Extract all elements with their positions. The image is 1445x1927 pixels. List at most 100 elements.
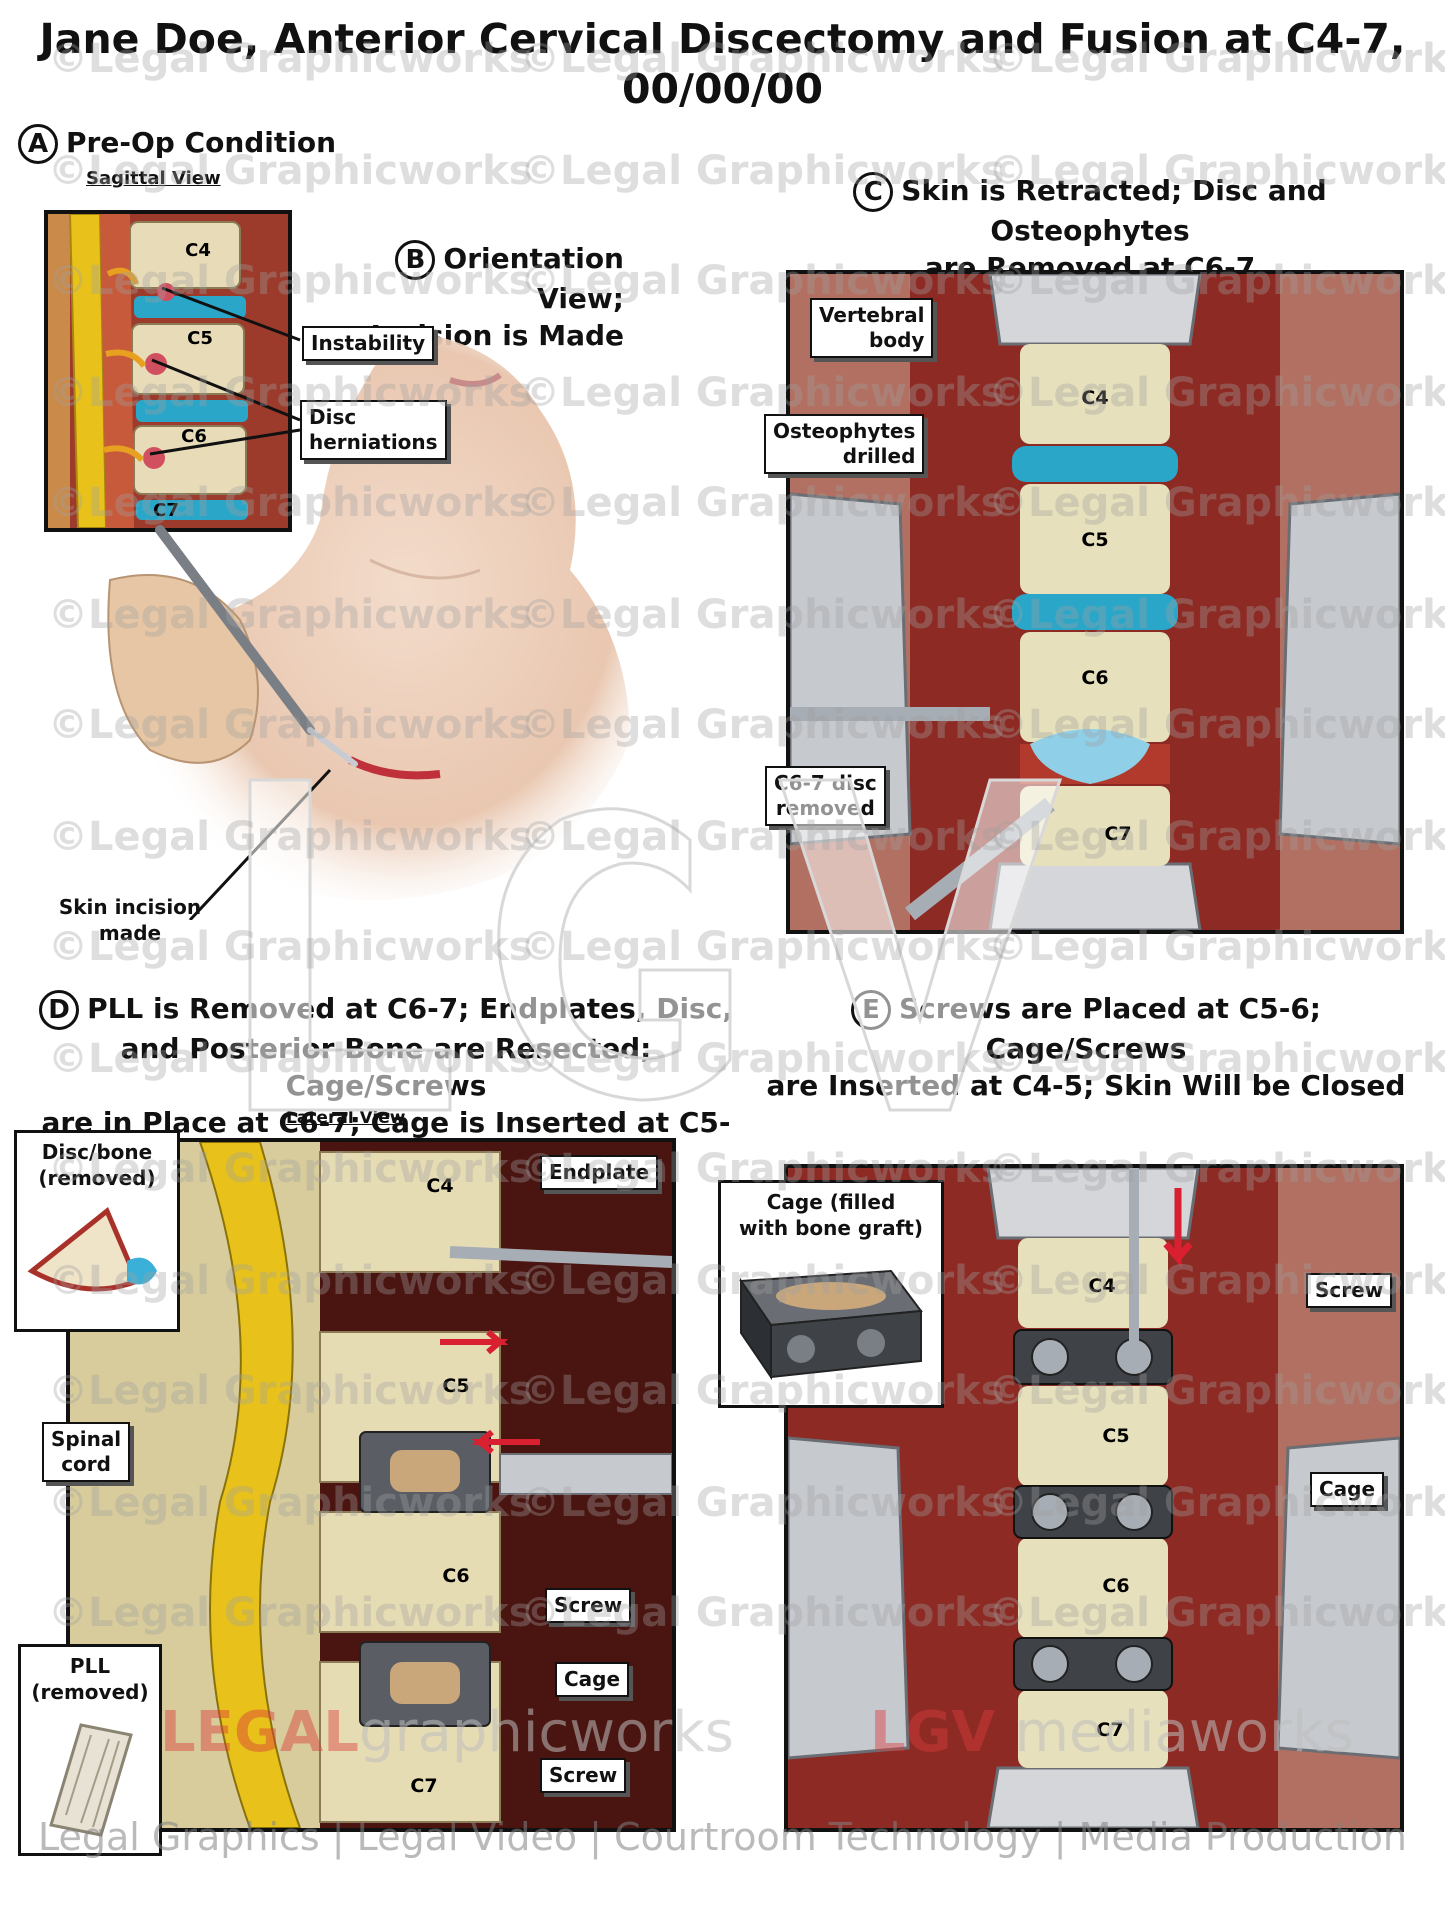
c-panel-c4-label: C4 [1081,387,1108,409]
inset-disc-bone-line2: (removed) [38,1166,156,1190]
title-line-2: 00/00/00 [621,65,824,113]
section-d-title-1: PLL is Removed at C6-7; Endplates, Disc, [87,992,733,1025]
e-screw-6 [1115,1645,1153,1683]
e-panel-c6-label: C6 [1102,1575,1129,1597]
callout-disc-herniations-line2: herniations [309,430,438,454]
section-b-letter: B [395,240,436,280]
panel-a-sagittal: C4 C5 C6 C7 [44,210,292,532]
title-line-1: Jane Doe, Anterior Cervical Discectomy a… [39,15,1406,63]
section-a-title: Pre-Op Condition [66,126,337,159]
orientation-illustration [107,330,630,920]
callout-osteophytes-line1: Osteophytes [773,419,916,443]
inset-disc-bone-removed: Disc/bone (removed) [14,1130,180,1332]
sagittal-c6-label: C6 [181,426,207,447]
d-panel-c7-label: C7 [410,1775,437,1797]
inset-disc-bone-label: Disc/bone (removed) [17,1139,177,1191]
arrow-out [440,1329,509,1355]
brand-lgv: LGV [870,1700,995,1765]
disc-c4-5 [1012,446,1178,482]
panel-c-surgical-field: C4 C5 C6 C7 [786,270,1404,934]
brand-mediaworks: mediaworks [1014,1700,1354,1765]
callout-cage-d: Cage [555,1662,630,1697]
e-vertebra-c6 [1018,1538,1168,1638]
vertebra-c7 [1020,786,1170,866]
d-panel-c4-label: C4 [426,1175,453,1197]
brand-legal-graphicworks: LEGALgraphicworks [160,1700,734,1765]
e-screw-5 [1031,1645,1069,1683]
callout-vertebral-body-line2: body [869,328,925,352]
callout-osteophytes-line2: drilled [842,444,916,468]
inset-cage-label: Cage (filled with bone graft) [721,1189,941,1241]
scalpel-blade [307,727,358,767]
retractor-right [1278,492,1400,846]
surgical-field-c: C4 C5 C6 C7 [790,274,1400,930]
e-retractor-bottom [986,1766,1200,1828]
callout-screw-d-upper: Screw [545,1588,632,1623]
c-panel-c6-label: C6 [1081,667,1108,689]
scalpel-handle [155,525,315,735]
e-panel-c4-label: C4 [1088,1275,1115,1297]
e-retractor-right [1276,1436,1400,1760]
page-title: Jane Doe, Anterior Cervical Discectomy a… [0,14,1445,114]
sagittal-c7-label: C7 [153,500,179,521]
e-screw-3 [1031,1493,1069,1531]
vertebra-c6 [1020,632,1170,742]
vertebra-c5 [1020,484,1170,594]
d-panel-c6-label: C6 [442,1565,469,1587]
label-skin-incision-line2: made [98,921,162,945]
inset-pll-line1: PLL [69,1654,111,1678]
inset-pll-label: PLL (removed) [21,1653,159,1705]
callout-spinal-cord: Spinal cord [42,1422,131,1482]
inset-cage-line1: Cage (filled [766,1190,896,1214]
brand-graphicworks: graphicworks [358,1700,734,1765]
section-d-subheading: Lateral View [286,1108,406,1128]
callout-screw-e: Screw [1306,1273,1393,1308]
bone-graft-c5-6 [390,1450,460,1492]
retractor-left [790,492,912,846]
footer-services: Legal Graphics | Legal Video | Courtroom… [37,1815,1408,1859]
lateral-vertebra-c6 [319,1511,501,1633]
e-screw-4 [1115,1493,1153,1531]
inset-pll-line2: (removed) [31,1680,149,1704]
disc-bone-fragment-illustration [27,1206,157,1292]
e-retractor-left [788,1436,910,1760]
e-arrow-down [1163,1188,1193,1268]
section-d-letter: D [39,990,80,1030]
retractor-top [988,274,1202,346]
brand-lgv-mediaworks: LGV mediaworks [870,1700,1354,1765]
section-a-subheading: Sagittal View [86,168,221,189]
e-vertebra-c7 [1018,1690,1168,1768]
section-c-title-1: Skin is Retracted; Disc and Osteophytes [901,174,1327,247]
c-panel-c7-label: C7 [1104,823,1131,845]
callout-osteophytes-drilled: Osteophytes drilled [764,414,925,474]
instability-marker [157,283,175,301]
callout-disc-herniations-line1: Disc [309,405,357,429]
cage-inserter [499,1453,672,1495]
label-skin-incision-line1: Skin incision [58,895,202,919]
callout-instability: Instability [302,326,435,361]
disc-c5-6 [1012,594,1178,630]
e-retractor-top [986,1168,1200,1240]
brand-legal: LEGAL [160,1700,359,1765]
e-panel-c5-label: C5 [1102,1425,1129,1447]
label-skin-incision: Skin incision made [40,894,220,946]
section-e-title-2: are Inserted at C4-5; Skin Will be Close… [766,1069,1406,1102]
lgv-logo-watermark [248,778,1063,1112]
incision-mark [348,756,441,780]
callout-screw-d-lower: Screw [540,1758,627,1793]
spinal-cord [198,1142,302,1828]
sagittal-illustration: C4 C5 C6 C7 [48,214,288,528]
sagittal-c5-label: C5 [187,328,213,349]
d-panel-c5-label: C5 [442,1375,469,1397]
e-screw-2 [1115,1338,1153,1376]
callout-disc-herniations: Disc herniations [300,400,447,460]
section-a-letter: A [18,124,58,164]
inset-cage-line2: with bone graft) [739,1216,923,1240]
bone-graft-c6-7 [390,1662,460,1704]
e-panel-c7-label: C7 [1096,1719,1123,1741]
arrow-in [471,1429,540,1455]
callout-spinal-cord-line2: cord [61,1452,111,1476]
e-vertebra-c5 [1018,1386,1168,1486]
callout-vertebral-body-line1: Vertebral [819,303,925,327]
